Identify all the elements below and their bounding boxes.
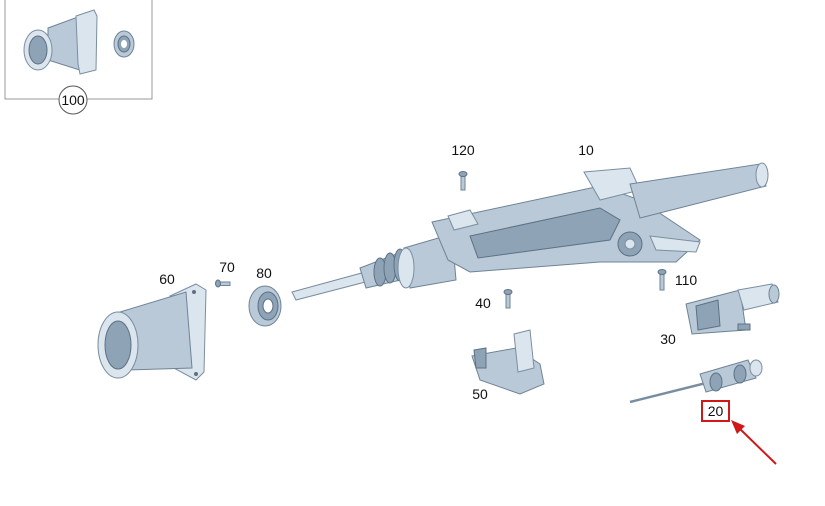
steering-column-10 (291, 162, 769, 301)
bellmouth-60 (97, 283, 207, 381)
highlight-box (701, 400, 730, 422)
bracket-50 (471, 329, 545, 395)
bolt-40 (503, 289, 513, 309)
screw-70 (215, 279, 231, 288)
callout-70: 70 (219, 259, 235, 275)
bolt-110 (657, 269, 667, 291)
callout-120: 120 (451, 142, 475, 158)
callout-10: 10 (578, 142, 594, 158)
inset-bearing-part (113, 30, 135, 58)
inset-kit-100: 100 (4, 0, 153, 115)
callout-30: 30 (660, 331, 676, 347)
callout-100: 100 (61, 92, 85, 108)
motor-30 (685, 283, 780, 335)
callout-60: 60 (159, 271, 175, 287)
callout-50: 50 (472, 386, 488, 402)
callout-circle-100 (58, 85, 88, 115)
inset-bellmouth-part (23, 9, 98, 75)
bolt-120 (458, 171, 468, 191)
callout-40: 40 (475, 295, 491, 311)
callout-20: 20 (708, 403, 724, 419)
pointer-arrow (731, 420, 777, 465)
bearing-80 (248, 285, 282, 327)
sensor-rod-20 (629, 359, 763, 404)
highlighted-callout-20: 20 (701, 400, 730, 422)
callout-110: 110 (675, 272, 698, 288)
callout-80: 80 (256, 265, 272, 281)
